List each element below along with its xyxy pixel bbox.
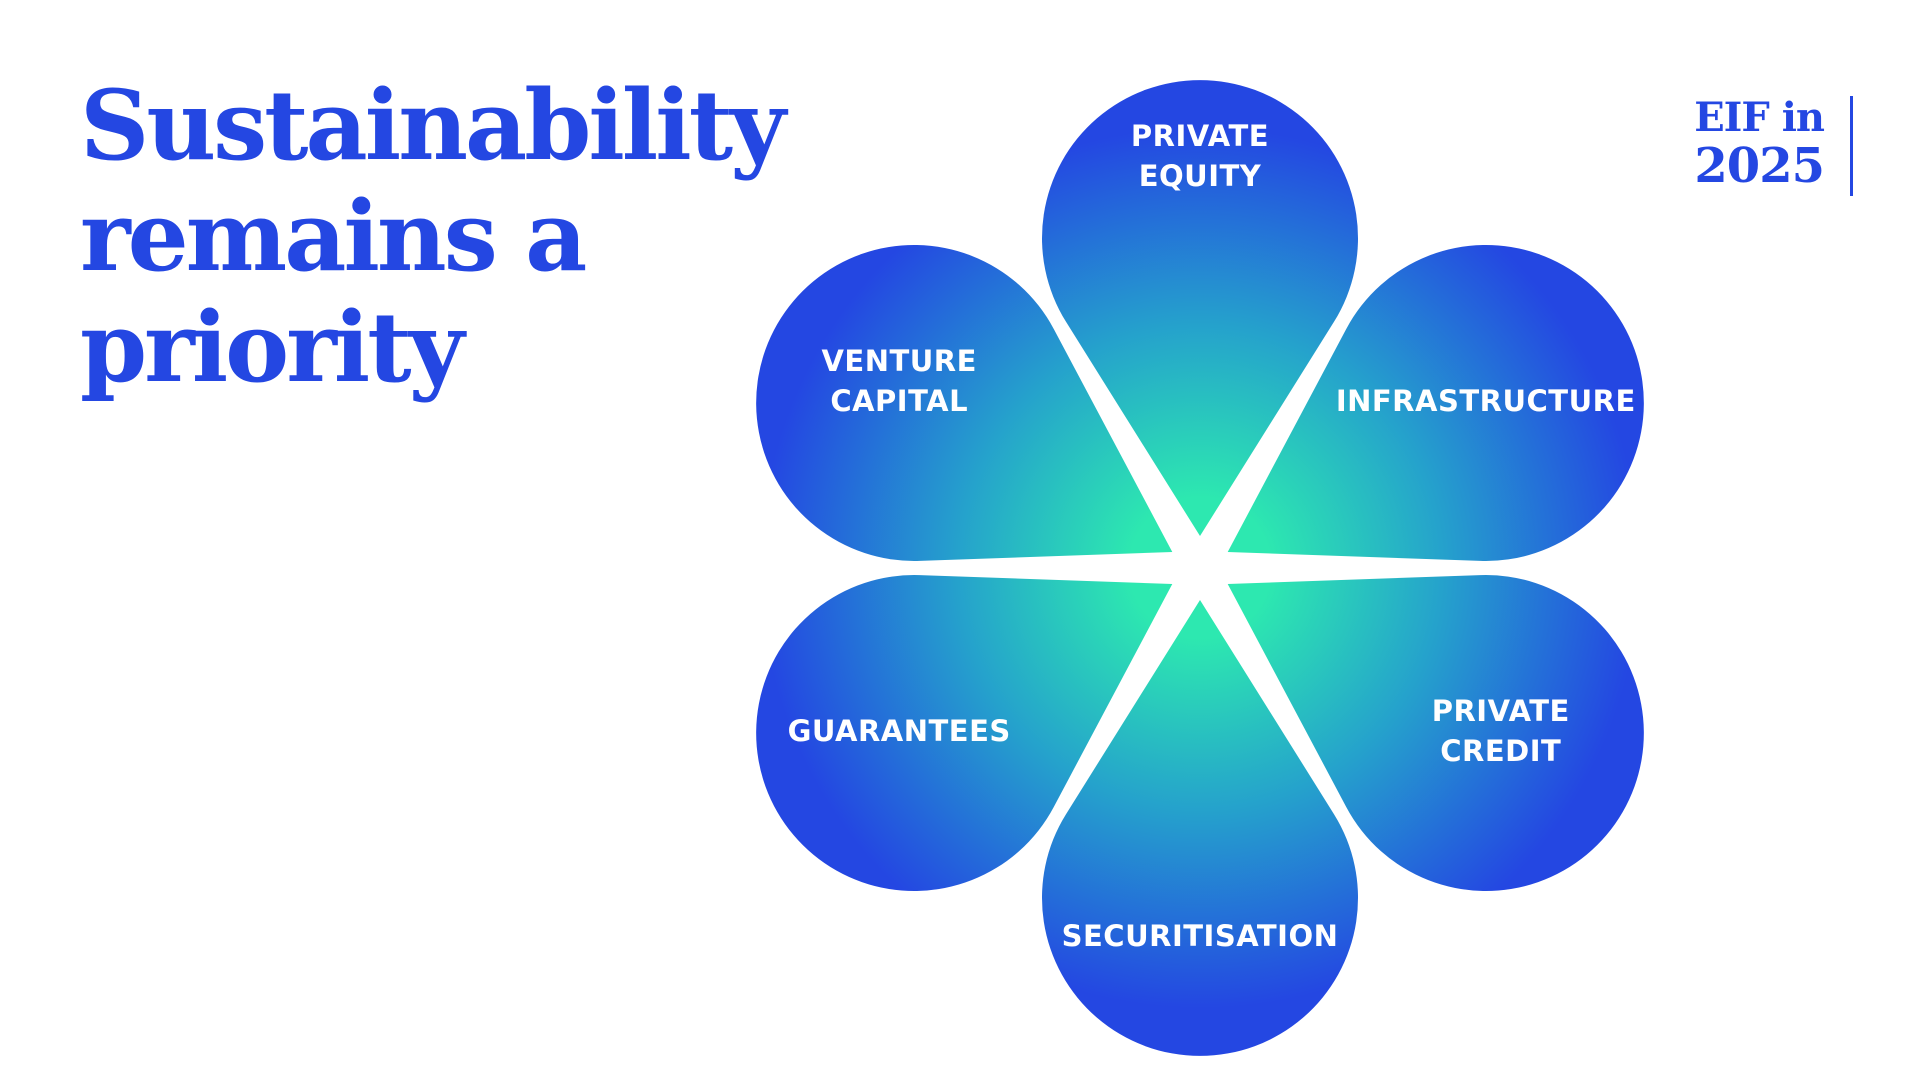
- brand-line-2: 2025: [1694, 138, 1825, 194]
- petal-label-line: CREDIT: [1440, 734, 1561, 768]
- petal-label-line: SECURITISATION: [1062, 919, 1339, 953]
- petal-label-infrastructure: INFRASTRUCTURE: [1336, 384, 1636, 418]
- petal-label-line: CAPITAL: [830, 384, 968, 418]
- petal-label-line: VENTURE: [821, 344, 977, 378]
- petal-venture-capital: [756, 245, 1173, 562]
- petal-label-line: PRIVATE: [1432, 694, 1570, 728]
- title-line-2: remains a: [80, 180, 587, 293]
- petal-securitisation: [1042, 600, 1358, 1056]
- petal-label-securitisation: SECURITISATION: [1062, 919, 1339, 953]
- petal-label-line: PRIVATE: [1131, 119, 1269, 153]
- petal-label-private-credit: PRIVATE CREDIT: [1432, 694, 1570, 768]
- petal-private-equity: [1042, 80, 1359, 537]
- title-line-1: Sustainability: [80, 69, 786, 182]
- petal-label-private-equity: PRIVATE EQUITY: [1131, 119, 1269, 193]
- title-line-3: priority: [80, 291, 464, 404]
- petal-label-line: EQUITY: [1139, 159, 1262, 193]
- brand-line-1: EIF in: [1694, 94, 1825, 141]
- petal-group: PRIVATE EQUITY INFRASTRUCTURE PRIVATE CREDIT…: [756, 80, 1644, 1056]
- petal-label-line: GUARANTEES: [788, 714, 1011, 748]
- petal-label-line: INFRASTRUCTURE: [1336, 384, 1636, 418]
- petal-infrastructure: [1227, 245, 1644, 562]
- brand-mark: EIF in 2025: [1694, 96, 1853, 196]
- petal-label-guarantees: GUARANTEES: [788, 714, 1011, 748]
- page-title: Sustainability remains a priority: [80, 70, 800, 403]
- petal-guarantees: [756, 574, 1173, 891]
- petal-label-venture-capital: VENTURE CAPITAL: [821, 344, 977, 418]
- petal-private-credit: [1227, 574, 1644, 891]
